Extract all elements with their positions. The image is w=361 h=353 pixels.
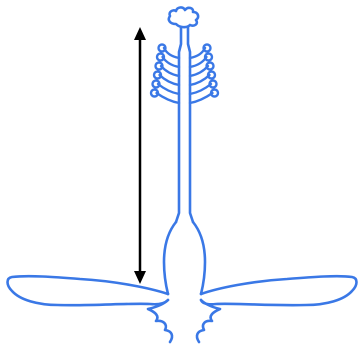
arrow-head-bottom	[134, 271, 146, 284]
branch-tip-left	[151, 90, 158, 97]
branch-tip-right	[208, 72, 215, 79]
style-left	[176, 27, 181, 222]
arrow-head-top	[134, 27, 146, 40]
branch-tip-left	[156, 63, 163, 70]
branch-tip-left	[159, 45, 166, 52]
side-branch-right	[190, 93, 213, 103]
measurement-arrow	[134, 27, 146, 284]
style-right	[188, 27, 193, 222]
side-branches	[151, 45, 218, 104]
side-branch-left	[157, 93, 180, 103]
branch-tip-left	[154, 72, 161, 79]
branch-tip-right	[207, 63, 214, 70]
branch-tip-right	[205, 54, 212, 61]
stigma-head	[169, 7, 198, 27]
branch-tip-left	[157, 54, 164, 61]
ovary	[164, 222, 205, 294]
branch-tip-right	[204, 45, 211, 52]
branch-tip-right	[211, 90, 218, 97]
branch-tip-left	[153, 81, 160, 88]
flower-outline	[8, 7, 357, 342]
right-sepal	[201, 276, 357, 305]
right-bract	[197, 300, 220, 342]
left-bract	[148, 300, 172, 342]
left-sepal	[8, 276, 169, 305]
branch-tip-right	[210, 81, 217, 88]
